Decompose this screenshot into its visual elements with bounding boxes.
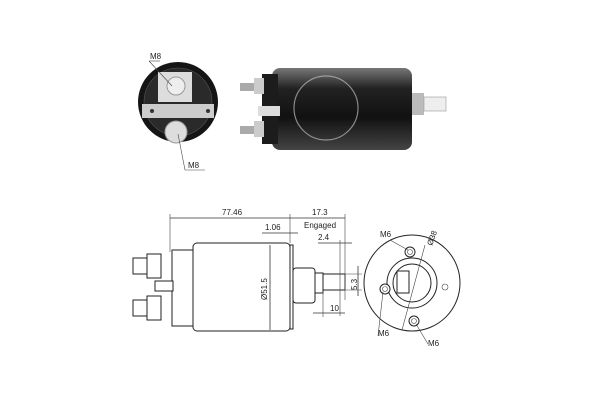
hole-label-left: M6: [378, 329, 390, 338]
thread-label-top: M8: [150, 52, 162, 61]
dim-stroke-note: Engaged: [304, 221, 336, 230]
end-view-photo: M8 M8: [138, 52, 218, 171]
side-view-photo: [240, 68, 447, 150]
dim-shaft-step: 2.4: [318, 233, 330, 242]
dim-shaft-width: 5.3: [350, 278, 359, 290]
side-view-drawing: 77.46 1.06 17.3 Engaged 2.4 10 5.3 Ø51.5: [132, 208, 362, 332]
hole-label-top: M6: [380, 230, 392, 239]
watermark-logo: [293, 75, 359, 141]
thread-label-bottom: M8: [188, 161, 200, 170]
hole-label-bottom: M6: [428, 339, 440, 348]
dim-body-diameter: Ø51.5: [260, 278, 269, 300]
end-view-drawing: M6 M6 M6 Ø38: [363, 229, 461, 348]
dim-overall-length: 77.46: [222, 208, 243, 217]
dim-stroke: 17.3: [312, 208, 328, 217]
dim-offset: 1.06: [265, 223, 281, 232]
leader-line: [148, 60, 173, 87]
dim-shaft-length: 10: [330, 304, 339, 313]
